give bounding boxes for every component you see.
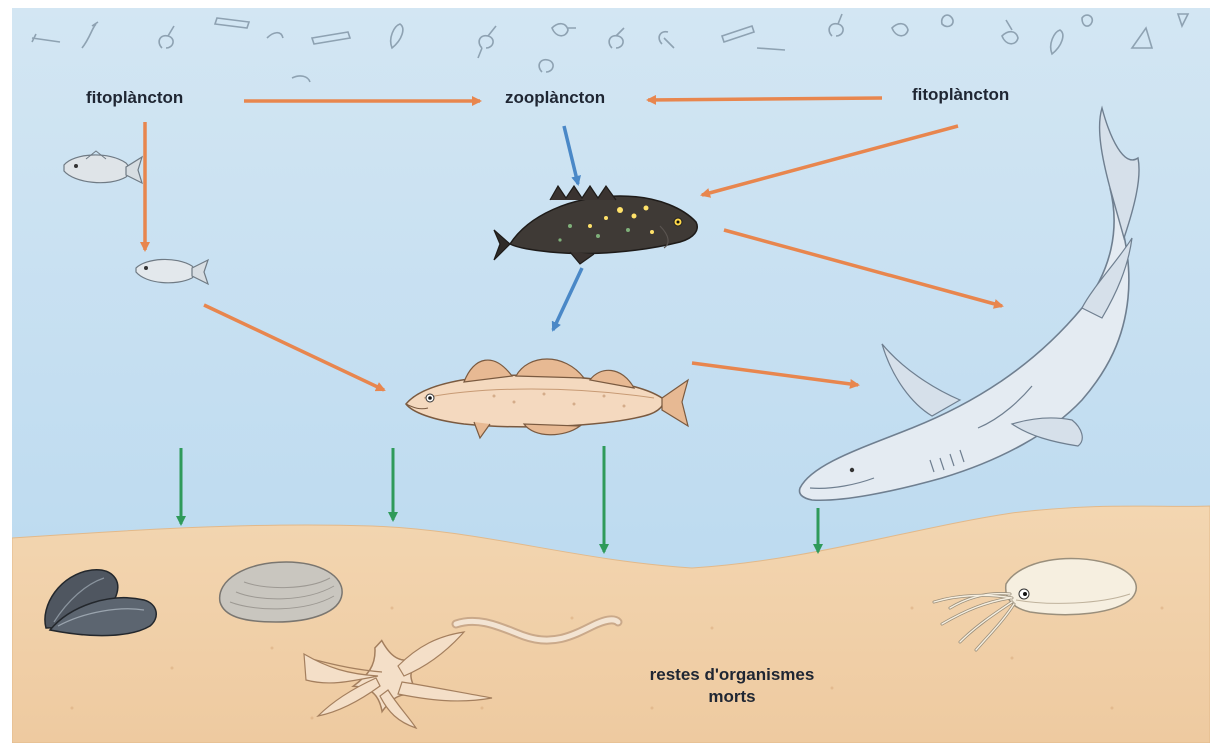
marine-food-web-diagram: fitoplàncton zooplàncton fitoplàncton re… xyxy=(12,8,1210,743)
label-dead-remains-line1: restes d'organismes xyxy=(602,664,862,686)
scene-illustration xyxy=(12,8,1210,743)
arrow-phyto-right-to-zoo xyxy=(648,98,882,100)
label-phytoplankton-left: fitoplàncton xyxy=(86,88,183,108)
label-zooplankton: zooplàncton xyxy=(505,88,605,108)
label-dead-remains-line2: morts xyxy=(602,686,862,708)
label-dead-remains: restes d'organismes morts xyxy=(602,664,862,708)
label-phytoplankton-right: fitoplàncton xyxy=(912,85,1009,105)
